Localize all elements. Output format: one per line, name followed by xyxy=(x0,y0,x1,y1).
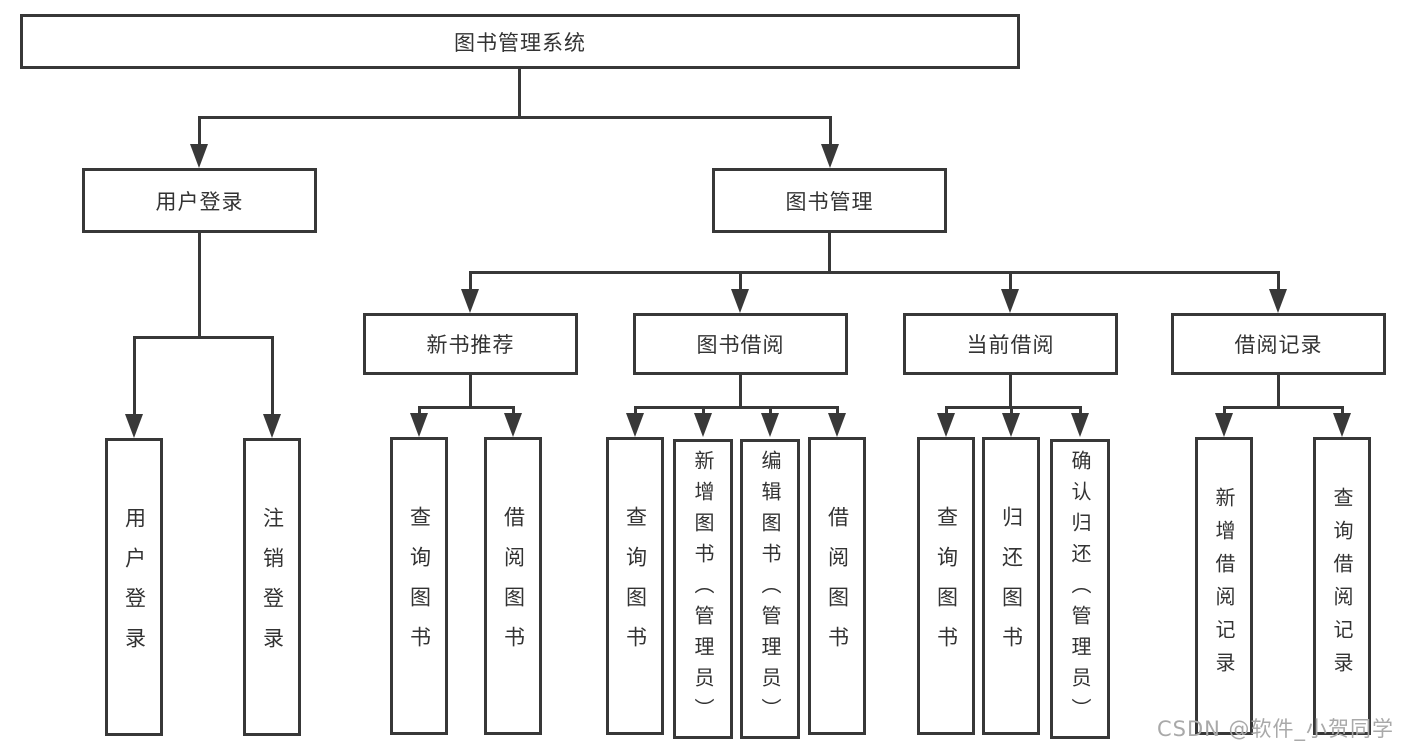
connector-line xyxy=(1010,406,1013,418)
leaf-label: 新增图书（管理员） xyxy=(691,449,715,729)
arrowhead-down-icon xyxy=(937,413,955,437)
arrowhead-down-icon xyxy=(828,413,846,437)
leaf-query-books-borrow: 查询图书 xyxy=(606,437,664,735)
leaf-borrow-books-recommend: 借阅图书 xyxy=(484,437,542,735)
connector-line xyxy=(829,116,832,150)
arrowhead-down-icon xyxy=(410,413,428,437)
connector-line xyxy=(634,406,839,409)
connector-line xyxy=(1341,406,1344,418)
leaf-query-books-current: 查询图书 xyxy=(917,437,975,735)
connector-line xyxy=(469,271,1280,274)
connector-line xyxy=(469,375,472,408)
leaf-label: 查询图书 xyxy=(407,506,432,666)
leaf-label: 借阅图书 xyxy=(501,506,526,666)
arrowhead-down-icon xyxy=(1071,413,1089,437)
arrowhead-down-icon xyxy=(461,289,479,313)
leaf-add-book-admin: 新增图书（管理员） xyxy=(673,439,733,739)
leaf-label: 用户登录 xyxy=(122,507,147,667)
connector-line xyxy=(133,336,136,418)
connector-line xyxy=(634,406,637,418)
connector-line xyxy=(945,406,948,418)
arrowhead-down-icon xyxy=(263,414,281,438)
node-library-management-system: 图书管理系统 xyxy=(20,14,1020,69)
arrowhead-down-icon xyxy=(1333,413,1351,437)
leaf-label: 新增借阅记录 xyxy=(1212,487,1236,685)
leaf-logout: 注销登录 xyxy=(243,438,301,736)
arrowhead-down-icon xyxy=(1215,413,1233,437)
node-new-book-recommendation: 新书推荐 xyxy=(363,313,578,375)
leaf-query-books-recommend: 查询图书 xyxy=(390,437,448,735)
leaf-add-borrow-record: 新增借阅记录 xyxy=(1195,437,1253,735)
connector-line xyxy=(418,406,515,409)
connector-line xyxy=(1277,271,1280,295)
connector-line xyxy=(271,336,274,418)
connector-line xyxy=(469,271,472,295)
csdn-watermark: CSDN @软件_小贺同学 xyxy=(1157,717,1395,741)
connector-line xyxy=(945,406,1082,409)
arrowhead-down-icon xyxy=(761,413,779,437)
arrowhead-down-icon xyxy=(694,413,712,437)
connector-line xyxy=(198,116,201,150)
connector-line xyxy=(1079,406,1082,418)
arrowhead-down-icon xyxy=(1002,413,1020,437)
connector-line xyxy=(739,375,742,408)
leaf-label: 归还图书 xyxy=(999,506,1024,666)
arrowhead-down-icon xyxy=(504,413,522,437)
connector-line xyxy=(1223,406,1344,409)
connector-line xyxy=(133,336,274,339)
connector-line xyxy=(518,69,521,118)
arrowhead-down-icon xyxy=(190,144,208,168)
connector-line xyxy=(198,233,201,339)
connector-line xyxy=(1277,375,1280,408)
connector-line xyxy=(702,406,705,418)
leaf-return-books: 归还图书 xyxy=(982,437,1040,735)
arrowhead-down-icon xyxy=(1269,289,1287,313)
connector-line xyxy=(1009,271,1012,295)
connector-line xyxy=(418,406,421,418)
leaf-label: 查询图书 xyxy=(623,506,648,666)
arrowhead-down-icon xyxy=(1001,289,1019,313)
node-book-management: 图书管理 xyxy=(712,168,947,233)
connector-line xyxy=(1009,375,1012,408)
leaf-label: 查询借阅记录 xyxy=(1330,487,1354,685)
connector-line xyxy=(769,406,772,418)
arrowhead-down-icon xyxy=(125,414,143,438)
arrowhead-down-icon xyxy=(626,413,644,437)
leaf-edit-book-admin: 编辑图书（管理员） xyxy=(740,439,800,739)
arrowhead-down-icon xyxy=(821,144,839,168)
connector-line xyxy=(198,116,832,119)
leaf-label: 借阅图书 xyxy=(825,506,850,666)
leaf-borrow-books: 借阅图书 xyxy=(808,437,866,735)
node-user-login: 用户登录 xyxy=(82,168,317,233)
node-borrowing-records: 借阅记录 xyxy=(1171,313,1386,375)
connector-line xyxy=(1223,406,1226,418)
arrowhead-down-icon xyxy=(731,289,749,313)
connector-line xyxy=(512,406,515,418)
leaf-query-borrow-record: 查询借阅记录 xyxy=(1313,437,1371,735)
node-current-borrowing: 当前借阅 xyxy=(903,313,1118,375)
node-book-borrowing: 图书借阅 xyxy=(633,313,848,375)
connector-line xyxy=(828,233,831,273)
leaf-label: 确认归还（管理员） xyxy=(1068,449,1092,729)
leaf-label: 注销登录 xyxy=(260,507,285,667)
leaf-user-login: 用户登录 xyxy=(105,438,163,736)
leaf-label: 查询图书 xyxy=(934,506,959,666)
connector-line xyxy=(836,406,839,418)
leaf-confirm-return-admin: 确认归还（管理员） xyxy=(1050,439,1110,739)
leaf-label: 编辑图书（管理员） xyxy=(758,449,782,729)
connector-line xyxy=(739,271,742,295)
